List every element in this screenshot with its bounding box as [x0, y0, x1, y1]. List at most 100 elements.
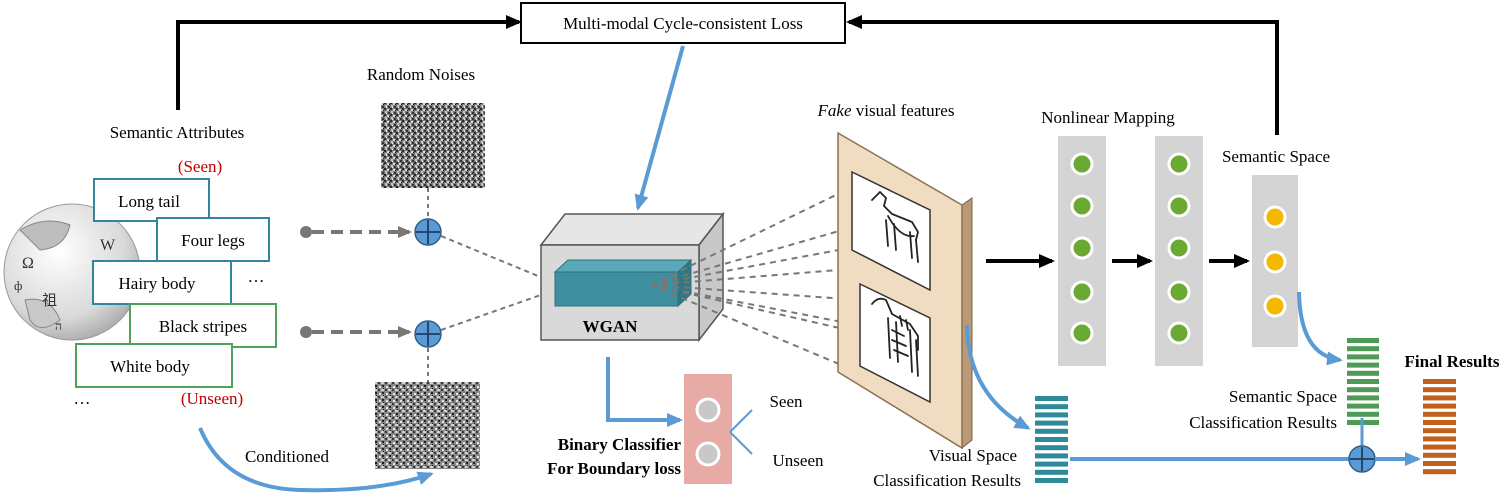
visual-result-bar-7	[1035, 445, 1068, 451]
mapping-node-l2-5	[1167, 321, 1191, 345]
visual-results-line1: Visual Space	[929, 446, 1017, 465]
cycle-loss-label: Multi-modal Cycle-consistent Loss	[563, 14, 803, 33]
loss-to-wgan-arrow	[634, 45, 685, 211]
mapping-node-l1-4	[1070, 280, 1094, 304]
semantic-space-group: Semantic Space	[1222, 147, 1343, 366]
attr-label-black-stripes: Black stripes	[159, 317, 247, 336]
noise-image-top	[381, 103, 485, 188]
visual-result-bar-8	[1035, 453, 1068, 459]
fake-features-rest: visual features	[852, 101, 955, 120]
visual-space-result-bars	[1035, 396, 1068, 483]
plus-bottom-to-wgan	[440, 289, 556, 331]
feedback-line-left	[176, 15, 522, 110]
semantic-space-nodes	[1263, 205, 1287, 318]
final-result-bar-2	[1423, 387, 1456, 393]
semantic-results-line1: Semantic Space	[1229, 387, 1337, 406]
binary-classifier-group: Seen Unseen Binary Classifier For Bounda…	[547, 374, 824, 484]
mapping-node-l2-2	[1167, 194, 1191, 218]
svg-text:W: W	[100, 237, 116, 254]
attr-box-long-tail	[93, 178, 210, 222]
wgan-label: WGAN	[583, 317, 639, 336]
wgan-inner-top	[553, 259, 693, 273]
mapping-node-l1-1	[1070, 152, 1094, 176]
wikipedia-globe-icon: Ω 祖 W ф ה	[3, 203, 141, 341]
nonlinear-mapping-label: Nonlinear Mapping	[1041, 108, 1175, 127]
semantic-space-result-bars	[1347, 338, 1379, 425]
concat-plus-icon-top	[414, 218, 442, 246]
svg-text:ф: ф	[14, 278, 22, 293]
binary-classifier-line2: For Boundary loss	[547, 459, 681, 478]
unseen-label: (Unseen)	[181, 389, 243, 408]
fake-features-group: Fake visual features	[817, 101, 973, 450]
zebra-icon	[871, 297, 919, 377]
semantic-result-bar-10	[1347, 411, 1379, 417]
final-result-bar-10	[1423, 452, 1456, 458]
visual-result-bar-5	[1035, 428, 1068, 434]
attr-box-four-legs	[156, 217, 270, 262]
visual-result-bar-11	[1035, 478, 1068, 483]
mapping-node-l2-4	[1167, 280, 1191, 304]
semantic-node-3	[1263, 294, 1287, 318]
visual-result-bar-2	[1035, 404, 1068, 410]
visual-result-bar-4	[1035, 420, 1068, 426]
attr-source-dot-top	[300, 226, 312, 238]
mapping-node-l1-5	[1070, 321, 1094, 345]
fake-features-label: Fake visual features	[817, 101, 955, 120]
final-result-bar-5	[1423, 411, 1456, 417]
final-result-bar-9	[1423, 444, 1456, 450]
nonlinear-mapping-group: Nonlinear Mapping	[986, 108, 1250, 366]
attr-label-hairy-body: Hairy body	[119, 274, 196, 293]
final-result-bar-6	[1423, 420, 1456, 425]
visual-results-line2: Classification Results	[873, 471, 1021, 490]
visual-result-bar-6	[1035, 437, 1068, 442]
attr-label-four-legs: Four legs	[181, 231, 245, 250]
semantic-node-1	[1263, 205, 1287, 229]
fake-features-italic: Fake	[817, 101, 852, 120]
semantic-results-line2: Classification Results	[1189, 413, 1337, 432]
mapping-layer-2-nodes	[1167, 152, 1191, 345]
semantic-result-bar-1	[1347, 338, 1379, 343]
result-labels: Visual Space Classification Results Sema…	[873, 352, 1500, 490]
attr-label-white-body: White body	[110, 357, 190, 376]
final-result-bar-12	[1423, 469, 1456, 475]
attr-label-long-tail: Long tail	[118, 192, 180, 211]
semantic-result-bar-6	[1347, 379, 1379, 384]
final-result-bar-7	[1423, 428, 1456, 434]
noise-group: Random Noises Conditioned	[198, 65, 556, 493]
svg-text:Ω: Ω	[22, 255, 34, 272]
noise-image-bottom	[375, 382, 480, 469]
random-noises-label: Random Noises	[367, 65, 475, 84]
plane-side	[961, 197, 973, 450]
binary-classifier-line1: Binary Classifier	[558, 435, 682, 454]
final-result-bar-11	[1423, 461, 1456, 466]
classifier-seen-label: Seen	[769, 392, 803, 411]
final-result-bars	[1423, 379, 1456, 475]
svg-text:祖: 祖	[42, 292, 57, 309]
attr-box-hairy-body	[92, 260, 232, 305]
horse-icon	[871, 190, 919, 263]
semantic-space-label: Semantic Space	[1222, 147, 1330, 166]
mapping-layer-1-nodes	[1070, 152, 1094, 345]
conditioned-arrow	[198, 427, 434, 493]
semantic-result-bar-5	[1347, 370, 1379, 376]
mapping-node-l2-1	[1167, 152, 1191, 176]
conditioned-label: Conditioned	[245, 447, 330, 466]
semantic-attributes-group: Semantic Attributes (Seen) Ω 祖 W ф ה Lon…	[3, 123, 277, 408]
attr-box-white-body	[75, 343, 233, 388]
semantic-result-bar-7	[1347, 387, 1379, 393]
svg-text:ה: ה	[55, 319, 62, 333]
attr-ellipsis-left: …	[74, 389, 91, 408]
semantic-result-bar-8	[1347, 395, 1379, 401]
mapping-node-l2-3	[1167, 236, 1191, 260]
plus-top-to-wgan	[440, 235, 556, 284]
fusion-plus-icon	[1348, 445, 1376, 473]
attr-source-dot-bottom	[300, 326, 312, 338]
concat-plus-icon-bottom	[414, 320, 442, 348]
wgan-to-classifier-arrow	[606, 357, 683, 427]
top-loss-group: Multi-modal Cycle-consistent Loss	[176, 2, 1279, 211]
final-result-bar-4	[1423, 403, 1456, 409]
visual-result-bar-9	[1035, 461, 1068, 467]
mapping-node-l1-3	[1070, 236, 1094, 260]
seen-label: (Seen)	[178, 157, 222, 176]
